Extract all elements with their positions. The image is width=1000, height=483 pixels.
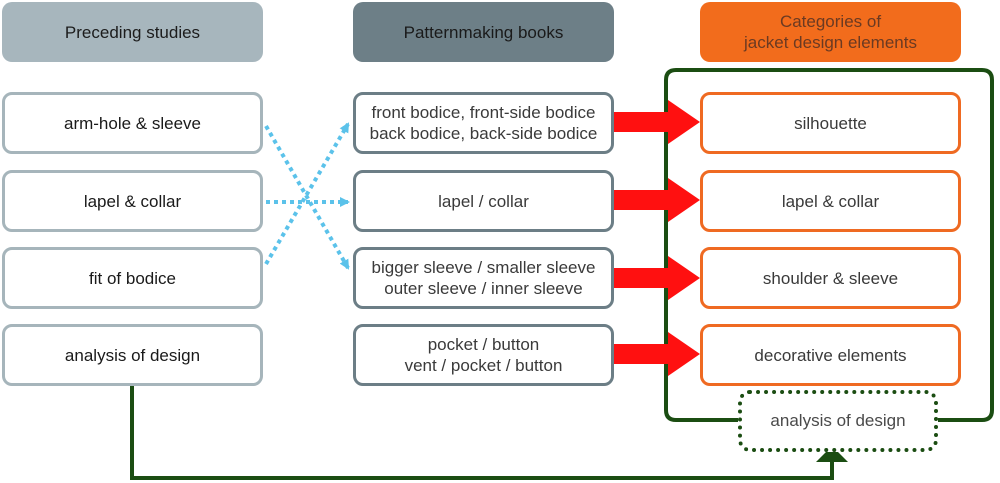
header-patternmaking-books: Patternmaking books [353, 2, 614, 62]
category-decorative-elements: decorative elements [700, 324, 961, 386]
category-lapel-collar: lapel & collar [700, 170, 961, 232]
dotted-arrow-fit-to-bodice [264, 122, 350, 266]
header-preceding-studies: Preceding studies [2, 2, 263, 62]
feedback-arrowhead [816, 446, 848, 462]
preceding-item-analysis-of-design: analysis of design [2, 324, 263, 386]
categories-group-frame [664, 68, 994, 422]
red-arrow-4 [614, 332, 700, 376]
dotted-arrow-armhole-to-sleeve [264, 124, 350, 270]
category-shoulder-sleeve: shoulder & sleeve [700, 247, 961, 309]
feedback-line [130, 386, 834, 480]
pattern-item-bodice: front bodice, front-side bodice back bod… [353, 92, 614, 154]
pattern-item-pocket-button: pocket / button vent / pocket / button [353, 324, 614, 386]
preceding-item-armhole-sleeve: arm-hole & sleeve [2, 92, 263, 154]
feedback-analysis-of-design: analysis of design [738, 390, 938, 452]
red-arrow-2 [614, 178, 700, 222]
preceding-item-fit-of-bodice: fit of bodice [2, 247, 263, 309]
red-arrow-3 [614, 256, 700, 300]
red-arrow-1 [614, 100, 700, 144]
category-silhouette: silhouette [700, 92, 961, 154]
preceding-item-lapel-collar: lapel & collar [2, 170, 263, 232]
header-categories: Categories of jacket design elements [700, 2, 961, 62]
pattern-item-lapel-collar: lapel / collar [353, 170, 614, 232]
pattern-item-sleeve: bigger sleeve / smaller sleeve outer sle… [353, 247, 614, 309]
